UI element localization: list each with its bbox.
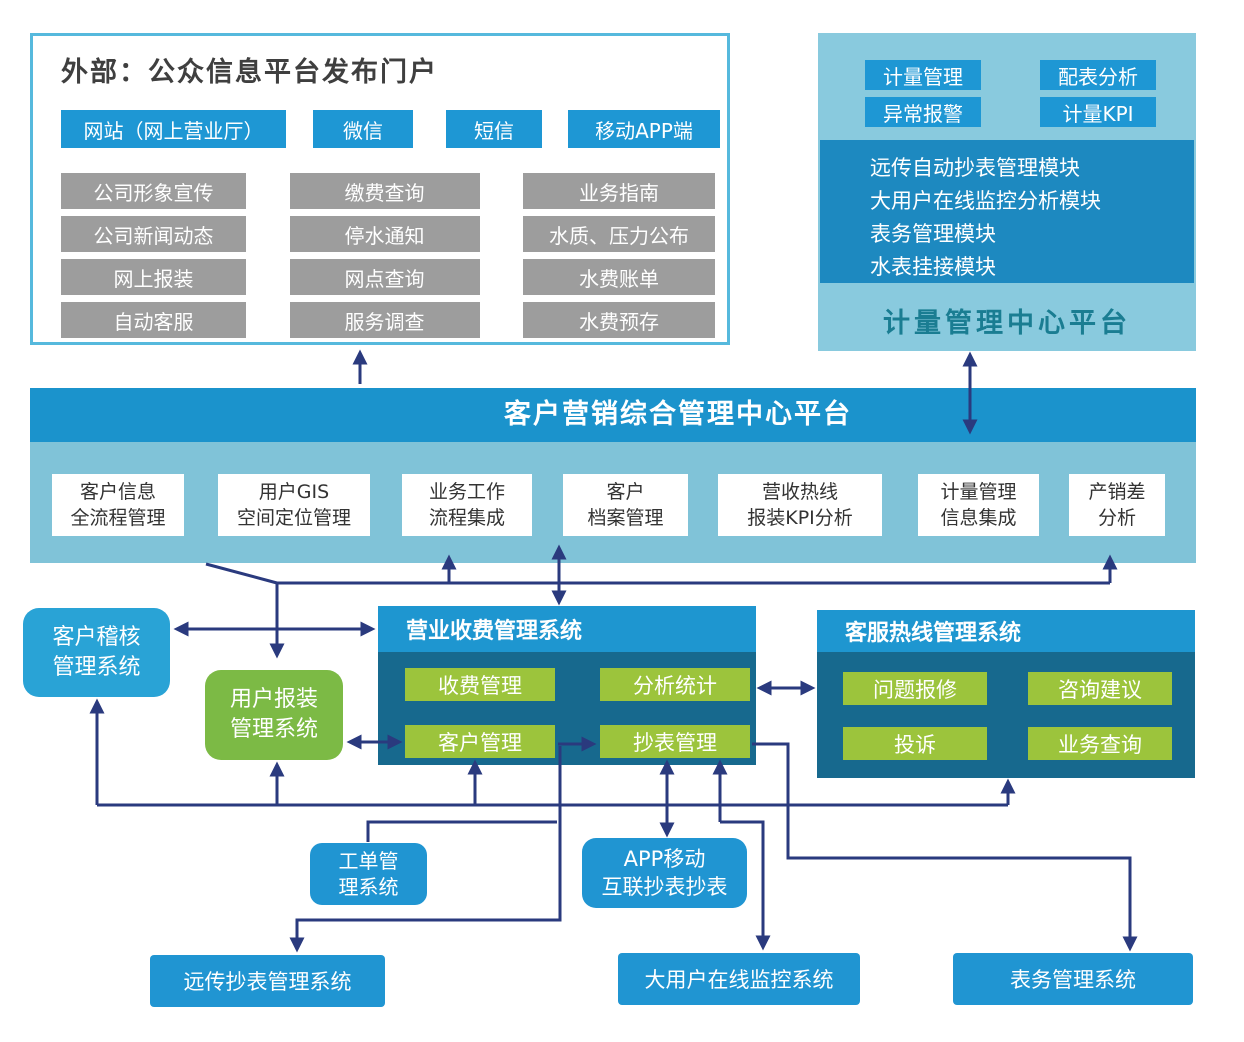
service-item: 水费预存: [523, 302, 715, 338]
function-box: 计量管理 信息集成: [918, 474, 1039, 536]
remote-meter-system-box: 远传抄表管理系统: [150, 955, 385, 1007]
marketing-platform-banner: 客户营销综合管理中心平台: [30, 388, 1196, 442]
function-box: 产销差 分析: [1069, 474, 1165, 536]
function-box: 客户信息 全流程管理: [52, 474, 184, 536]
service-item: 公司新闻动态: [61, 216, 246, 252]
install-system-box: 用户报装 管理系统: [205, 670, 343, 760]
service-item: 公司形象宣传: [61, 173, 246, 209]
hotline-header: 客服热线管理系统: [817, 610, 1195, 652]
channel-button-mobile-app: 移动APP端: [568, 110, 720, 148]
billing-button: 分析统计: [600, 668, 750, 701]
hotline-system-panel: 客服热线管理系统 问题报修 咨询建议 投诉 业务查询: [817, 610, 1195, 778]
channel-button-sms: 短信: [446, 110, 542, 148]
service-item: 网上报装: [61, 259, 246, 295]
hotline-button: 问题报修: [843, 672, 987, 705]
service-item: 水费账单: [523, 259, 715, 295]
service-item: 缴费查询: [289, 173, 480, 209]
audit-system-box: 客户稽核 管理系统: [23, 608, 170, 697]
metering-button: 计量KPI: [1040, 97, 1156, 127]
billing-button: 客户管理: [405, 725, 555, 758]
function-box: 营收热线 报装KPI分析: [718, 474, 882, 536]
billing-header: 营业收费管理系统: [378, 606, 756, 652]
billing-button: 抄表管理: [600, 725, 750, 758]
portal-title: 外部：公众信息平台发布门户: [61, 57, 438, 88]
work-order-system-box: 工单管 理系统: [310, 843, 427, 905]
module-line: 大用户在线监控分析模块: [870, 189, 1101, 213]
module-line: 水表挂接模块: [870, 255, 996, 279]
metering-panel: 计量管理 配表分析 异常报警 计量KPI 远传自动抄表管理模块 大用户在线监控分…: [818, 33, 1196, 351]
metering-button: 计量管理: [865, 60, 981, 90]
app-mobile-meter-box: APP移动 互联抄表抄表: [582, 838, 747, 908]
channel-button-website: 网站（网上营业厅）: [61, 110, 286, 148]
portal-panel: 外部：公众信息平台发布门户 网站（网上营业厅） 微信 短信 移动APP端 公司形…: [30, 33, 730, 345]
metering-platform-label: 计量管理中心平台: [883, 308, 1131, 339]
service-item: 水质、压力公布: [523, 216, 715, 252]
metering-module-block: 远传自动抄表管理模块 大用户在线监控分析模块 表务管理模块 水表挂接模块: [820, 140, 1194, 283]
channel-button-wechat: 微信: [313, 110, 413, 148]
function-box: 用户GIS 空间定位管理: [218, 474, 370, 536]
metering-button: 异常报警: [865, 97, 981, 127]
module-line: 远传自动抄表管理模块: [870, 156, 1080, 180]
service-item: 网点查询: [289, 259, 480, 295]
billing-button: 收费管理: [405, 668, 555, 701]
function-box: 客户 档案管理: [563, 474, 688, 536]
service-item: 自动客服: [61, 302, 246, 338]
service-item: 停水通知: [289, 216, 480, 252]
function-box: 业务工作 流程集成: [402, 474, 532, 536]
portal-service-grid: 公司形象宣传 缴费查询 业务指南 公司新闻动态 停水通知 水质、压力公布 网上报…: [61, 173, 715, 338]
hotline-button: 咨询建议: [1028, 672, 1172, 705]
large-user-monitor-system-box: 大用户在线监控系统: [618, 953, 860, 1005]
meter-affairs-system-box: 表务管理系统: [953, 953, 1193, 1005]
billing-system-panel: 营业收费管理系统 收费管理 分析统计 客户管理 抄表管理: [378, 606, 756, 765]
functions-strip: 客户信息 全流程管理 用户GIS 空间定位管理 业务工作 流程集成 客户 档案管…: [30, 442, 1196, 563]
metering-button: 配表分析: [1040, 60, 1156, 90]
service-item: 服务调查: [289, 302, 480, 338]
hotline-button: 投诉: [843, 727, 987, 760]
service-item: 业务指南: [523, 173, 715, 209]
hotline-button: 业务查询: [1028, 727, 1172, 760]
module-line: 表务管理模块: [870, 222, 996, 246]
